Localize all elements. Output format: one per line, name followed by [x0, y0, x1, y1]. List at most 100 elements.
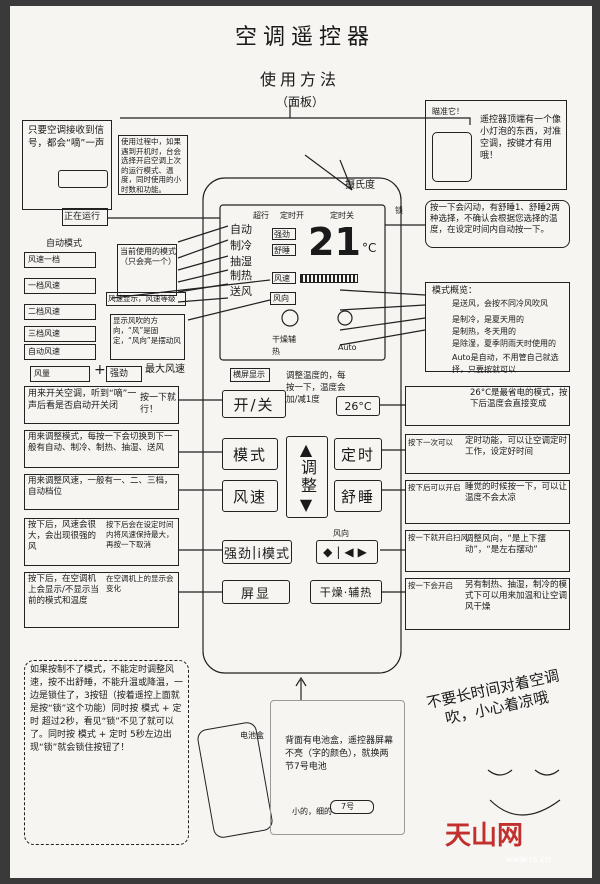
auto-indicator: Auto: [338, 343, 357, 352]
lock-note-box: [24, 660, 189, 845]
legend-item-0: 是送风，会按不同冷风吹风: [452, 299, 548, 308]
display-note-2: 在空调机上的显示会变化: [106, 574, 174, 593]
ac-unit-icon: [58, 170, 108, 188]
power-note-2: 按一下就行！: [140, 393, 177, 415]
power-note: 用来开关空调，听到“嘀”一声后看是否启动开关闭: [28, 389, 137, 411]
top-right-note: 遥控器顶端有一个像小灯泡的东西，对准空调，按键才有用哦！: [480, 115, 562, 161]
adjust-down-icon[interactable]: ▼: [299, 495, 315, 514]
lock-note: 如果按制不了模式，不能定时调整风速，按不出舒睡，不能升温或降温，一边是锁住了，3…: [30, 665, 184, 753]
strong-equals: 最大风速: [145, 364, 185, 375]
watermark-logo: 天山网: [445, 821, 524, 851]
page-subtitle: 使用方法: [259, 70, 340, 89]
adjust-label: 调整: [298, 459, 317, 495]
plus-sign: +: [94, 362, 106, 378]
fan-speed-bar: [300, 274, 358, 283]
legend-item-2: 是制热，冬天用的: [452, 327, 516, 336]
watermark-url: www.ts.cn: [505, 855, 551, 865]
strong-mode-note-box: [24, 518, 179, 566]
celsius-tag: 摄氏度: [345, 180, 375, 191]
battery-icon: 7号: [330, 800, 374, 814]
adjust-up-icon[interactable]: ▲: [299, 440, 315, 459]
top-left-note: 只要空调接收到信号，都会“嘀”一声: [28, 125, 105, 149]
mode-legend-box: [425, 282, 570, 372]
photo-label: 瞄准它！: [432, 107, 464, 116]
fan-speed-note: 用来调整风速，一般有一、二、三档，自动档位: [28, 476, 173, 497]
display-tag-box: 横屏显示: [230, 368, 270, 382]
power-note-box: [24, 386, 179, 424]
updown-icon: ◆: [323, 545, 337, 559]
strong-key: 强劲: [106, 366, 142, 382]
sleep-indicator: 舒睡: [272, 244, 296, 256]
running-label: 正在运行: [64, 212, 101, 222]
temperature-readout: 21: [308, 220, 361, 264]
timer-note-box: [405, 434, 570, 474]
mode-item-2: 一档风速: [24, 278, 96, 294]
page-title: 空调遥控器: [234, 25, 375, 50]
temperature-unit: °C: [362, 241, 377, 255]
wind-dir-note: 显示风吹的方向，“风”是固定，“风向”是摆动风: [113, 316, 181, 345]
mode-item-5: 自动风速: [24, 344, 96, 360]
panel-label: （面板）: [275, 95, 324, 109]
legend-item-1: 是制冷，是夏天用的: [452, 315, 524, 324]
mode-note: 用来调整模式，每按一下会切换到下一般有自动、制冷、制热、抽湿、送风: [28, 432, 173, 453]
screen-label-4: 制热: [230, 269, 252, 282]
wind-dir-note-box: [110, 314, 185, 360]
screen-label-5: 送风: [230, 285, 252, 298]
display-note-box: [24, 572, 179, 628]
top-right-note-box: [425, 100, 567, 190]
sleep-btn-note: 睡觉的时候按一下，可以让温度不会太凉: [465, 482, 568, 503]
mode-button[interactable]: 模式: [222, 438, 278, 470]
top-mid-note-box: [118, 135, 188, 195]
temp26-note: 26°C是最省电的模式，按下后温度会直接变成: [470, 388, 568, 409]
mode-item-3: 二档风速: [24, 304, 96, 320]
strong-fan-box: 风量: [30, 366, 90, 382]
top-mid-note: 使用过程中，如果遇到开机时，台会选择开启空调上次的运行模式、温度，同时使用的小时…: [121, 137, 181, 194]
wind-indicator: 风向: [270, 292, 296, 305]
fan-button[interactable]: 风速: [222, 480, 278, 512]
wind-dir-btn-note: 调整风向，“是上下摆动”，“是左右摆动”: [465, 534, 546, 555]
dry-heat-button[interactable]: 干燥·辅热: [310, 580, 382, 604]
screen-label-1: 自动: [230, 223, 252, 236]
screen-label-0: 超行: [253, 211, 269, 220]
sleep-btn-note-2: 按下后可以开启: [408, 483, 461, 492]
strong-imode-button[interactable]: 强劲|i模式: [222, 540, 292, 564]
display-note: 按下后，在空调机上会显示/不显示当前的模式和温度: [28, 574, 99, 606]
fan-note-box: [106, 292, 186, 306]
wind-dir-label: 风向: [333, 529, 349, 538]
timer-button[interactable]: 定时: [334, 438, 382, 470]
strong-mode-note-2: 按下后会在设定时间内将风速保持最大，再按一下取消: [106, 520, 174, 549]
sleep-note-box: [425, 200, 570, 248]
adjust-temp-button[interactable]: ▲ 调整 ▼: [286, 436, 328, 518]
screen-label-2: 制冷: [230, 239, 252, 252]
wind-dir-button[interactable]: ◆|◀▶: [316, 540, 378, 564]
timer-on-label: 定时开: [280, 211, 304, 220]
power-button[interactable]: 开/关: [222, 390, 286, 418]
remote-photo-icon: [432, 132, 472, 182]
legend-item-4: Auto是自动，不用管自己就选择，只要按就可以: [452, 353, 559, 374]
battery-tag: 小的，细的: [292, 807, 332, 816]
mode-item-4: 三档风速: [24, 326, 96, 342]
wind-dir-btn-note-box: [405, 530, 570, 572]
timer-note: 定时功能，可以让空调定时工作，设定好时间: [465, 436, 568, 457]
battery-note: 背面有电池盒，遥控器屏幕不亮（字的颜色），就换两节7号电池: [285, 736, 394, 772]
phone-tag: 电池盒: [240, 731, 264, 740]
mode-icons-note-box: [117, 244, 177, 296]
lock-indicator: 锁: [395, 206, 403, 215]
timer-off-label: 定时关: [330, 211, 354, 220]
dry-btn-note-2: 按一下会开启: [408, 581, 453, 590]
sleep-note: 按一下会闪动，有舒睡1、舒睡2两种选择，不确认会根据您选择的温度，在设定时间内自…: [430, 203, 560, 235]
fan-indicator: 风速: [272, 272, 296, 284]
top-left-note-box: [22, 120, 112, 210]
mode-icons-note: 当前使用的模式（只会亮一个）: [120, 247, 176, 266]
mode-legend-title: 模式概览：: [432, 286, 478, 296]
leftright-icon: ◀▶: [344, 545, 371, 559]
legend-item-3: 是除湿，夏季阴雨天时使用的: [452, 339, 556, 348]
running-box: [62, 208, 108, 226]
mode-note-box: [24, 430, 179, 468]
screen-label-3: 抽湿: [230, 255, 252, 268]
display-button[interactable]: 屏显: [222, 580, 290, 604]
temp-26-button[interactable]: 26°C: [336, 396, 380, 416]
sleep-button[interactable]: 舒睡: [334, 480, 382, 512]
dry-btn-note: 另有制热、抽湿，制冷的模式下可以用来加温和让空调风干燥: [465, 580, 568, 612]
